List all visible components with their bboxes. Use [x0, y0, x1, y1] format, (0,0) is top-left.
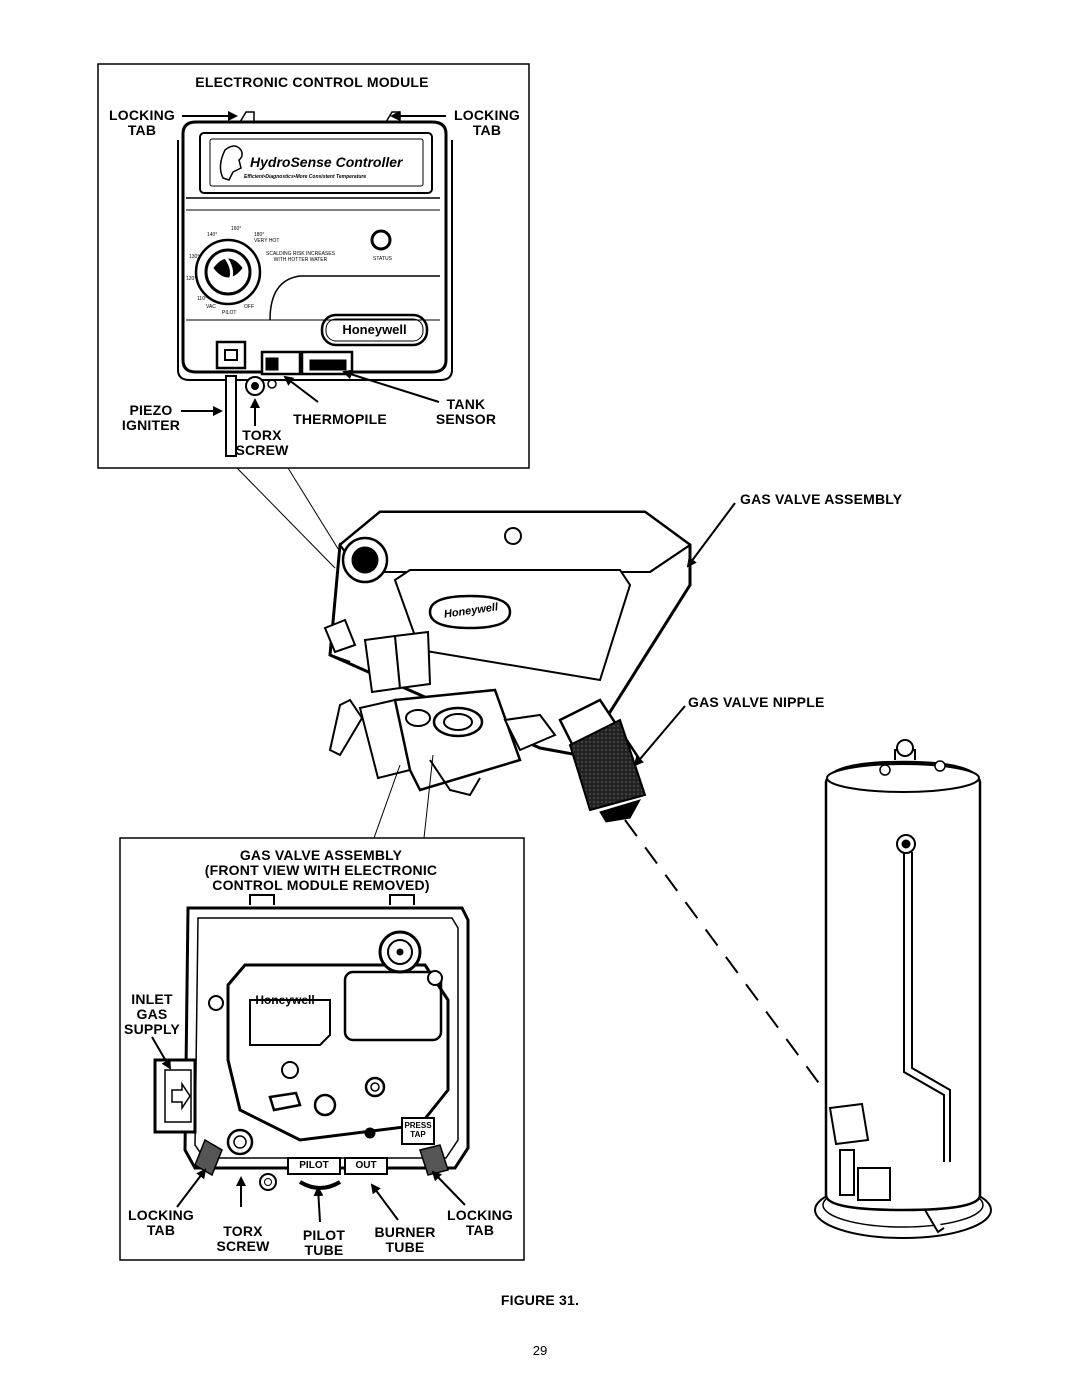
label-line: TANK [446, 396, 486, 412]
locking-tab-right-bottom-label: LOCKING TAB [442, 1208, 518, 1238]
status-label: STATUS [373, 256, 392, 262]
label-line: SUPPLY [124, 1021, 180, 1037]
dial-temp: 180° [254, 232, 265, 238]
piezo-igniter-label: PIEZO IGNITER [118, 403, 184, 433]
valve-front-view-drawing [153, 894, 470, 1191]
water-heater-drawing [814, 739, 992, 1239]
label-line: BURNER [374, 1224, 436, 1240]
label-line: WITH HOTTER WATER [273, 257, 328, 263]
top-inset-title: ELECTRONIC CONTROL MODULE [195, 74, 429, 90]
label-line: PRESS [404, 1121, 432, 1130]
label-line: TAB [465, 1222, 495, 1238]
torx-screw-top-label: TORX SCREW [230, 428, 294, 458]
bottom-inset-leader [423, 754, 434, 839]
label-line: PILOT [302, 1227, 346, 1243]
control-module-drawing [177, 111, 453, 457]
press-tap-label: PRESS TAP [402, 1121, 434, 1139]
dial-temp: 130° [189, 254, 200, 260]
bottom-inset-frame [119, 837, 525, 1261]
figure-caption: FIGURE 31. [500, 1292, 580, 1308]
dial-mark: OFF [244, 304, 254, 310]
label-line: CONTROL MODULE REMOVED) [212, 877, 430, 893]
burner-tube-label: BURNER TUBE [372, 1225, 438, 1255]
page-number: 29 [532, 1343, 548, 1358]
top-inset-leader [236, 467, 336, 569]
label-line: PIEZO [129, 402, 173, 418]
label-line: IGNITER [121, 417, 181, 433]
dial-temp: 120° [186, 276, 197, 282]
locking-tab-left-label: LOCKING TAB [102, 108, 182, 138]
gas-valve-nipple-label: GAS VALVE NIPPLE [688, 694, 825, 710]
out-port-label: OUT [355, 1160, 377, 1171]
dial-temp: 110° [197, 296, 207, 302]
locking-tab-left-bottom-label: LOCKING TAB [124, 1208, 198, 1238]
label-line: LOCKING [109, 107, 175, 123]
label-line: TAB [146, 1222, 176, 1238]
label-line: LOCKING [454, 107, 520, 123]
bottom-inset-title: GAS VALVE ASSEMBLY (FRONT VIEW WITH ELEC… [176, 848, 466, 893]
label-line: TORX [223, 1223, 263, 1239]
dial-mark: VAC [206, 304, 216, 310]
honeywell-logo-bottom: Honeywell [255, 993, 315, 1007]
label-line: TAB [127, 122, 157, 138]
label-line: TUBE [385, 1239, 425, 1255]
label-line: SCREW [216, 1238, 270, 1254]
hydrosense-brand-panel: HydroSense Controller [250, 154, 403, 170]
top-inset-frame [97, 63, 530, 469]
label-line: SCREW [235, 442, 289, 458]
label-line: LOCKING [128, 1207, 194, 1223]
label-line: INLET [131, 991, 173, 1007]
inlet-gas-supply-label: INLET GAS SUPPLY [122, 992, 182, 1037]
top-inset-leader [287, 467, 346, 561]
bottom-inset-leader [373, 764, 401, 839]
bottom-inset-callouts [151, 1036, 466, 1223]
label-line: GAS VALVE ASSEMBLY [239, 847, 403, 863]
gas-valve-assembly-label: GAS VALVE ASSEMBLY [740, 491, 903, 507]
label-line: (FRONT VIEW WITH ELECTRONIC [204, 862, 438, 878]
brand-tagline: Efficient•Diagnostics•More Consistent Te… [244, 174, 367, 180]
top-inset-callouts [181, 111, 446, 426]
label-line: SCALDING RISK INCREASES [266, 251, 335, 257]
label-line: TAP [410, 1130, 426, 1139]
dial-temp: 160° [231, 226, 242, 232]
label-line: GAS [136, 1006, 168, 1022]
label-line: TUBE [304, 1242, 344, 1258]
torx-screw-bottom-label: TORX SCREW [208, 1224, 278, 1254]
dial-temp: 140° [207, 232, 218, 238]
gas-valve-assembly-drawing [323, 510, 692, 823]
pilot-port-label: PILOT [299, 1160, 329, 1171]
label-line: LOCKING [447, 1207, 513, 1223]
dial-mark: VERY HOT [254, 238, 280, 244]
label-line: TORX [242, 427, 282, 443]
label-line: TAB [472, 122, 502, 138]
scald-warning: SCALDING RISK INCREASES WITH HOTTER WATE… [266, 251, 335, 263]
dial-mark: PILOT [222, 310, 237, 316]
locking-tab-right-label: LOCKING TAB [448, 108, 526, 138]
main-callouts [633, 502, 736, 767]
tank-sensor-label: TANK SENSOR [428, 397, 504, 427]
label-line: SENSOR [435, 411, 497, 427]
dashed-connector [624, 819, 836, 1106]
honeywell-logo-top: Honeywell [342, 322, 407, 337]
pilot-tube-label: PILOT TUBE [294, 1228, 354, 1258]
thermopile-label: THERMOPILE [293, 411, 387, 427]
